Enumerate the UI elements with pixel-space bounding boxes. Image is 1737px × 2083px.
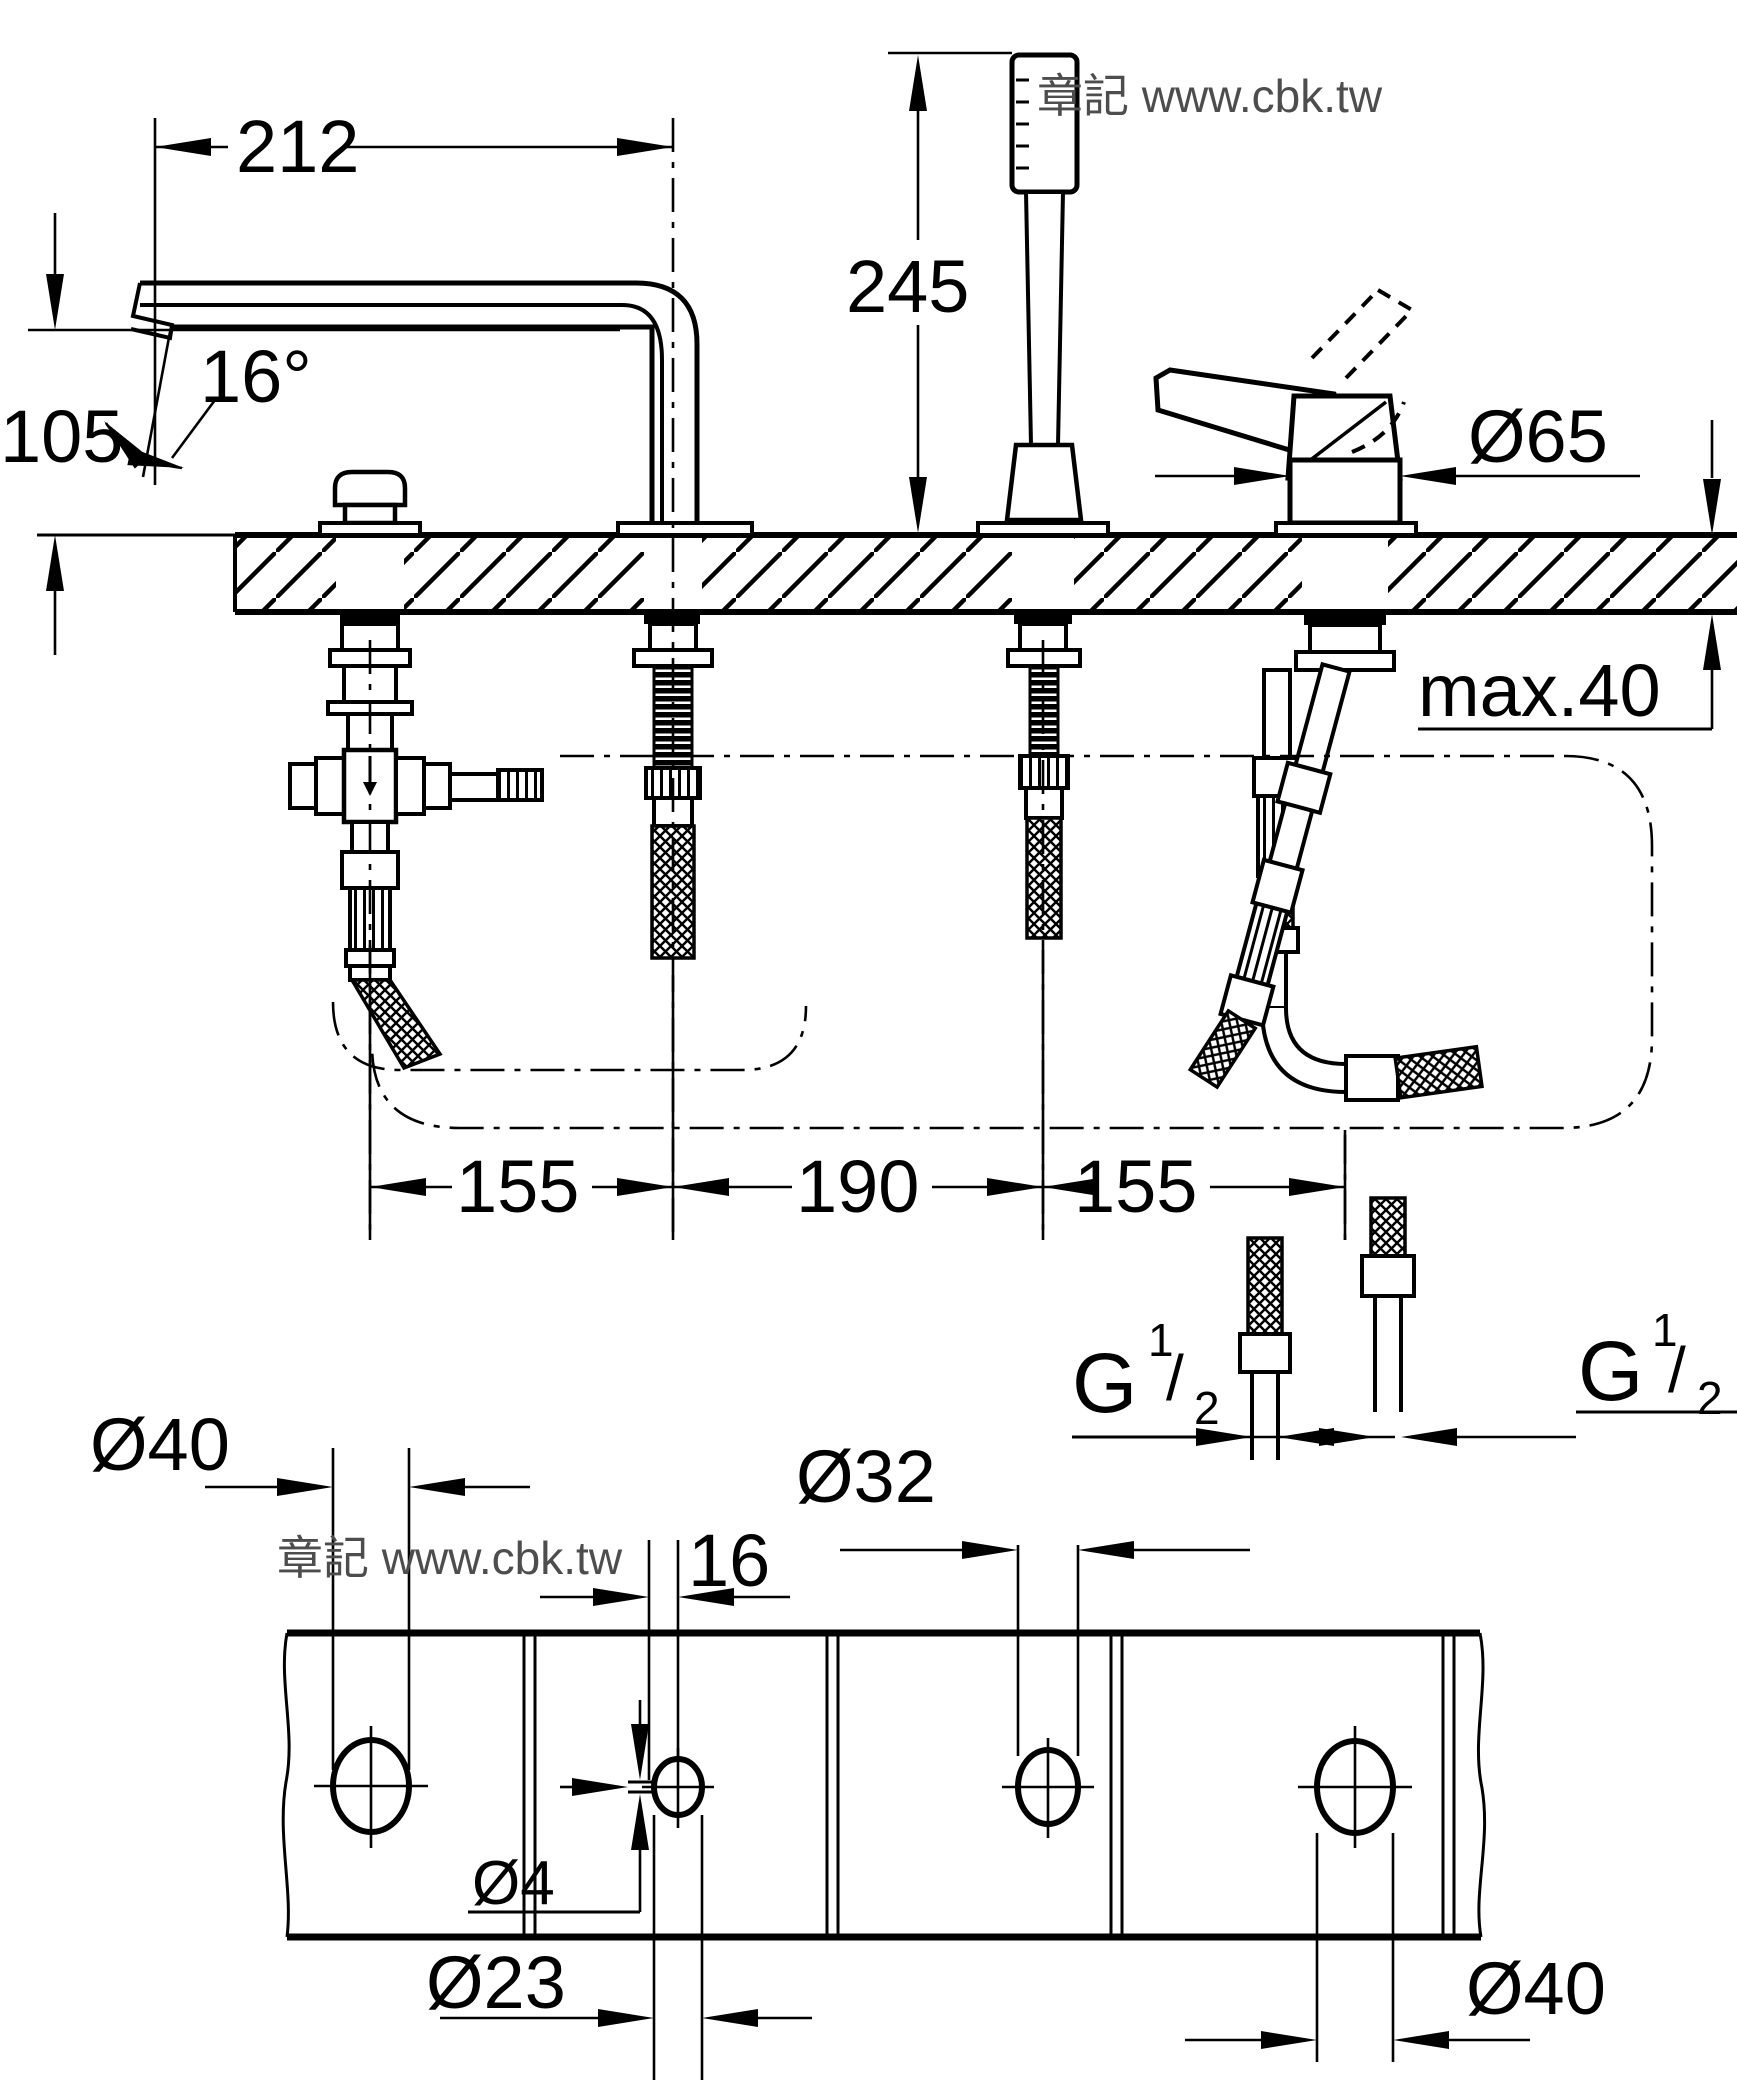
hole-handshower-label: Ø32 [796, 1435, 936, 1518]
dimension-hole-spacing: 155 190 155 [368, 945, 1347, 1240]
dimension-hole-handshower: Ø32 [796, 1435, 1250, 1756]
deck-cross-section [37, 532, 1737, 615]
thread-numerator: 1 [1148, 1314, 1174, 1366]
thread-numerator: 1 [1652, 1304, 1678, 1356]
dimension-hole-spout: Ø23 [426, 1815, 812, 2080]
drill-holes [330, 1737, 1396, 1836]
dimension-pin-offset: 16 [540, 1519, 790, 1780]
deck-thickness-label: max.40 [1418, 649, 1661, 732]
supply-hose-tails [1238, 1196, 1416, 1460]
spacing-middle-label: 190 [796, 1145, 919, 1228]
thread-denominator: 2 [1697, 1372, 1723, 1424]
dimension-thread-right: G 1 / 2 [1240, 1304, 1737, 1446]
hole-mixer-label: Ø40 [1466, 1947, 1606, 2030]
spout-height-label: 105 [0, 395, 123, 478]
thread-slash: / [1668, 1334, 1686, 1406]
hole-spout-label: Ø23 [426, 1941, 566, 2024]
single-lever-mixer [1153, 288, 1418, 672]
hole-center-crosses [314, 1726, 1412, 1848]
lever-alternate-position-dashed [1310, 288, 1414, 454]
spacing-right-label: 155 [1074, 1145, 1197, 1228]
dimension-mixer-diameter: Ø65 [1155, 395, 1640, 485]
dimension-hole-diverter: Ø40 [90, 1403, 530, 1770]
spout-reach-label: 212 [236, 105, 359, 188]
mixer-diameter-label: Ø65 [1468, 395, 1608, 478]
spout-angle-label: 16° [200, 335, 312, 418]
thread-letter: G [1578, 1324, 1643, 1418]
deck-plan-view [281, 1629, 1487, 1941]
dimension-hole-mixer: Ø40 [1185, 1833, 1606, 2062]
thread-letter: G [1072, 1336, 1137, 1430]
dimension-thread-left: G 1 / 2 [1072, 1314, 1395, 1446]
pin-hole-label: Ø4 [472, 1849, 555, 1918]
dimension-spout-reach: 212 [153, 105, 673, 485]
spacing-left-label: 155 [456, 1145, 579, 1228]
mixer-flexible-hoses [1187, 661, 1484, 1102]
handshower-height-label: 245 [846, 245, 969, 328]
dimension-handshower-height: 245 [846, 51, 1012, 533]
thread-denominator: 2 [1194, 1382, 1220, 1434]
section-break-lines [522, 1633, 1456, 1937]
dimension-pin-hole: Ø4 [468, 1700, 655, 1918]
hand-shower [976, 52, 1110, 940]
pin-offset-label: 16 [688, 1519, 770, 1602]
dimension-spout-angle: 16° [97, 331, 312, 478]
watermark-top: 章記 www.cbk.tw [1037, 70, 1383, 122]
watermark-bottom: 章記 www.cbk.tw [277, 1532, 623, 1584]
dimension-spout-height: 105 [0, 213, 620, 655]
bath-spout [130, 280, 754, 960]
dimension-deck-thickness: max.40 [1418, 420, 1721, 732]
thread-slash: / [1166, 1342, 1184, 1414]
hole-diverter-label: Ø40 [90, 1403, 230, 1486]
